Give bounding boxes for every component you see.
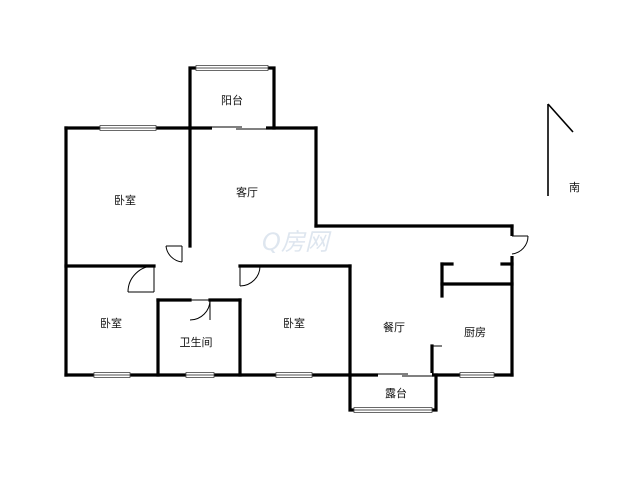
compass-arrow-icon xyxy=(547,103,574,196)
compass-label: 南 xyxy=(569,181,580,194)
room-label-terrace: 露台 xyxy=(385,386,407,400)
room-label-living-room: 客厅 xyxy=(236,185,258,199)
room-label-dining-room: 餐厅 xyxy=(383,320,405,334)
doors xyxy=(127,235,529,347)
walls xyxy=(64,66,514,412)
room-label-balcony: 阳台 xyxy=(221,93,243,107)
room-label-master-bedroom: 卧室 xyxy=(114,193,136,207)
room-label-bathroom: 卫生间 xyxy=(180,335,213,349)
windows xyxy=(93,65,495,413)
room-label-kitchen: 厨房 xyxy=(464,326,486,339)
room-label-second-bedroom: 卧室 xyxy=(283,316,305,330)
watermark-text: Q房网 xyxy=(262,228,332,256)
room-label-small-bedroom: 卧室 xyxy=(100,316,122,330)
openings xyxy=(212,126,432,377)
